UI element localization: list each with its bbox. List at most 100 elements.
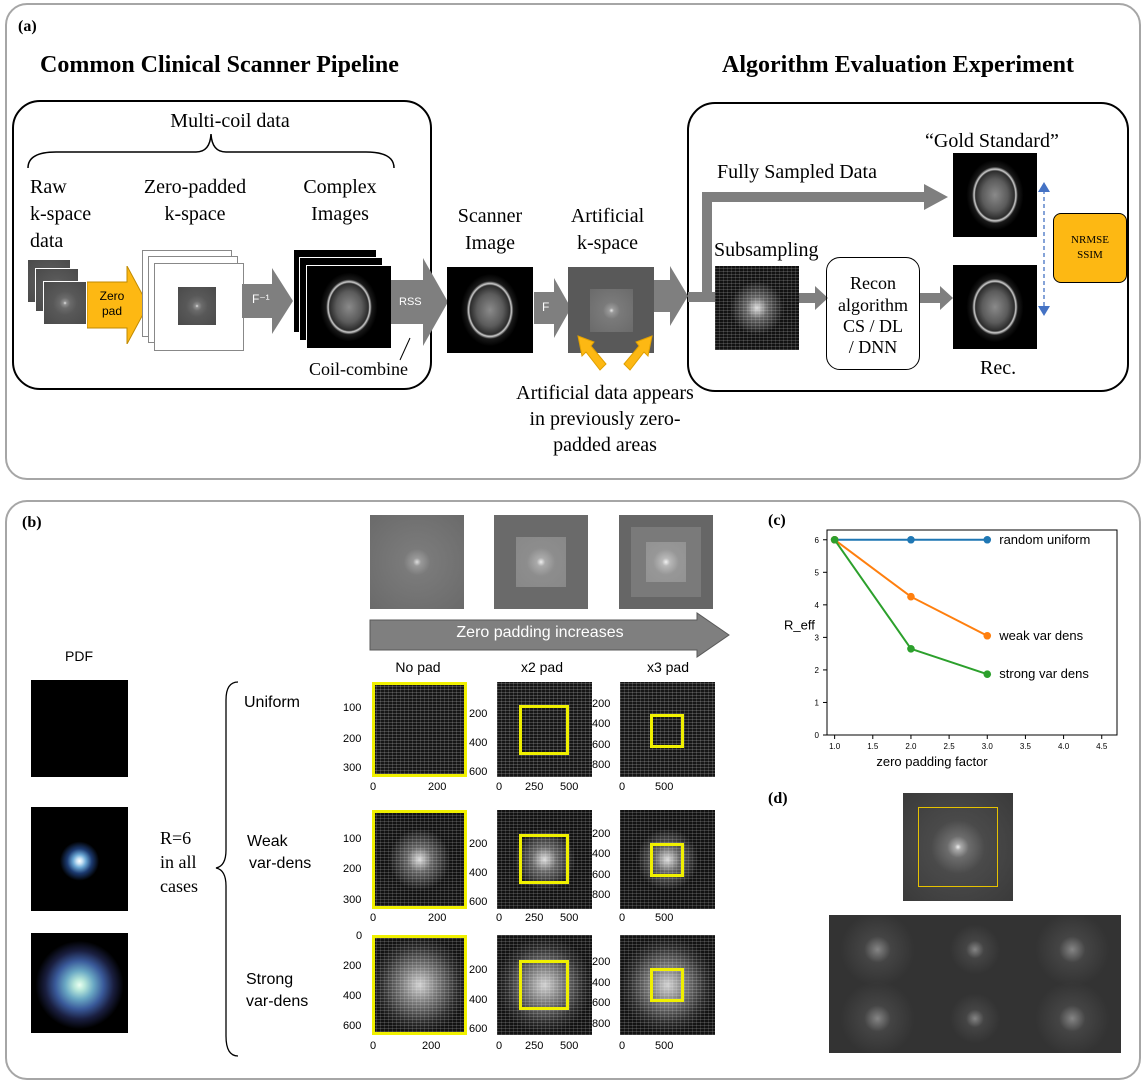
fourier-arrow	[534, 278, 571, 338]
tick-label: 400	[592, 848, 611, 860]
multicoil-brace	[27, 133, 395, 169]
tick-label: 800	[592, 759, 611, 771]
series-line	[833, 539, 988, 676]
tick-label: 0	[370, 1040, 377, 1052]
gold-standard-image	[953, 153, 1037, 237]
complex-label-1: Complex	[303, 176, 377, 198]
comparison-dashed-arrow	[1038, 182, 1050, 316]
data-point	[983, 631, 992, 640]
row-label-weak-2: var-dens	[249, 855, 312, 872]
tick-label: 100	[343, 833, 362, 845]
rec-label: Rec.	[980, 357, 1017, 379]
tick-label: 400	[469, 737, 488, 749]
tick-label: 0	[619, 781, 626, 793]
col-label-x3: x3 pad	[646, 659, 690, 675]
series-line	[834, 538, 988, 637]
highlight-box	[519, 834, 569, 884]
y-tick-label: 5	[815, 568, 820, 577]
artifact-note-1: Artificial data appears	[516, 382, 694, 404]
rows-brace	[215, 681, 239, 1057]
tick-label: 600	[469, 896, 488, 908]
series-label: random uniform	[999, 532, 1090, 547]
tick-label: 0	[370, 781, 377, 793]
inverse-fourier-label: F⁻¹	[252, 292, 270, 306]
data-point	[983, 670, 992, 678]
highlight-box	[519, 705, 569, 755]
pdf-weak	[31, 807, 128, 911]
fully-sampled-label: Fully Sampled Data	[717, 161, 877, 183]
data-point	[983, 535, 992, 544]
mask-weak-x3	[620, 810, 715, 909]
complex-label-2: Images	[311, 203, 369, 225]
y-tick-label: 3	[815, 633, 820, 642]
tick-label: 500	[560, 912, 579, 924]
scanner-image	[447, 267, 533, 353]
recon-label-1: Recon	[850, 273, 896, 293]
tick-label: 200	[469, 964, 488, 976]
x-axis-label: zero padding factor	[876, 754, 988, 769]
r-label-1: R=6	[160, 828, 192, 848]
tick-label: 0	[496, 781, 503, 793]
coil-combine-pointer	[399, 337, 411, 361]
mask-weak-x2	[497, 810, 592, 909]
tick-label: 300	[343, 894, 362, 906]
tick-label: 250	[525, 912, 544, 924]
tick-label: 0	[619, 912, 626, 924]
row-label-uniform: Uniform	[244, 694, 301, 711]
highlight-box	[918, 807, 998, 887]
evaluation-box	[687, 102, 1129, 392]
kspace-x3-center	[646, 542, 686, 582]
kspace-x2-center	[516, 537, 566, 587]
tick-label: 0	[496, 912, 503, 924]
data-point	[907, 535, 915, 544]
y-tick-label: 1	[815, 698, 820, 707]
rss-arrow	[391, 258, 448, 346]
x-tick-label: 1.5	[867, 742, 879, 751]
tick-label: 0	[496, 1040, 503, 1052]
plot-frame	[826, 529, 1118, 736]
zero-padding-arrow	[369, 612, 730, 658]
tick-label: 400	[343, 990, 362, 1002]
y-tick-label: 2	[815, 666, 820, 675]
metrics-box	[1053, 213, 1127, 283]
x-tick-label: 2.5	[944, 742, 956, 751]
zeropadded-label-2: k-space	[164, 203, 226, 225]
panel-a-label: (a)	[18, 18, 37, 35]
metric-ssim: SSIM	[1077, 249, 1103, 261]
highlight-box	[519, 960, 569, 1010]
artifact-note-3: padded areas	[553, 434, 657, 456]
raw-kspace-image-1	[43, 281, 87, 325]
fourier-label: F	[542, 300, 550, 314]
scanner-label-2: Image	[465, 232, 515, 254]
row-label-strong-2: var-dens	[246, 993, 309, 1010]
panel-a	[5, 3, 1141, 480]
y-tick-label: 6	[815, 536, 820, 545]
artificial-kspace-center	[590, 289, 633, 332]
tick-label: 200	[592, 828, 611, 840]
row-label-weak-1: Weak	[247, 833, 288, 850]
inverse-fourier-arrow	[242, 268, 293, 334]
tick-label: 200	[343, 733, 362, 745]
x-tick-label: 3.0	[982, 742, 994, 751]
mask-weak-nopad	[372, 810, 467, 909]
mask-strong-x2	[497, 935, 592, 1035]
rss-label: RSS	[399, 296, 422, 308]
y-axis-label: R_eff	[784, 618, 815, 633]
recon-to-rec-arrow	[920, 286, 953, 310]
pdf-uniform	[31, 680, 128, 777]
tick-label: 200	[428, 912, 447, 924]
data-point	[907, 592, 915, 601]
panel-b	[5, 500, 1141, 1080]
tick-label: 200	[469, 708, 488, 720]
x-tick-label: 1.0	[829, 742, 841, 751]
highlight-box	[372, 810, 467, 909]
raw-label-2: k-space	[30, 203, 92, 225]
highlight-box	[650, 968, 684, 1002]
tick-label: 200	[592, 956, 611, 968]
zeropadded-label-1: Zero-padded	[143, 176, 247, 198]
artificial-kspace-label-2: k-space	[576, 232, 639, 254]
data-point	[907, 644, 915, 653]
recon-label-4: / DNN	[848, 337, 898, 357]
recon-label-2: algorithm	[838, 295, 908, 315]
mask-uniform-nopad	[372, 682, 467, 777]
